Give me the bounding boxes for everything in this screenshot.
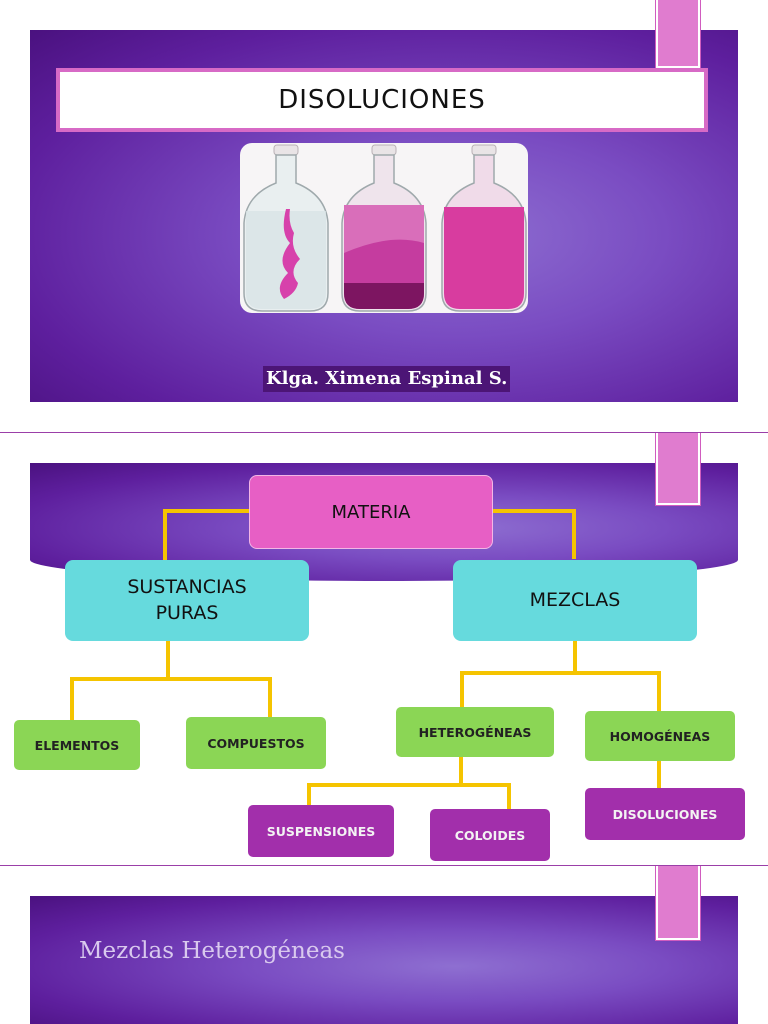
node-heterogeneas: HETEROGÉNEAS — [396, 707, 554, 757]
connector-line — [268, 677, 272, 717]
slide-3-background-band — [30, 896, 738, 1024]
connector-line — [307, 783, 311, 807]
connector-line — [307, 783, 511, 787]
connector-line — [70, 677, 272, 681]
flasks-image — [240, 143, 528, 313]
slide-3: Mezclas Heterogéneas — [0, 866, 768, 1024]
node-sustancias-puras: SUSTANCIAS PURAS — [65, 560, 309, 641]
slide-divider — [0, 865, 768, 866]
connector-line — [70, 677, 74, 723]
node-compuestos: COMPUESTOS — [186, 717, 326, 769]
connector-line — [460, 671, 464, 707]
slide-3-title: Mezclas Heterogéneas — [79, 938, 345, 964]
node-homogeneas: HOMOGÉNEAS — [585, 711, 735, 761]
connector-line — [573, 641, 577, 673]
node-mezclas: MEZCLAS — [453, 560, 697, 641]
connector-line — [507, 783, 511, 809]
connector-line — [163, 509, 167, 561]
connector-line — [572, 509, 576, 559]
slide-2: MATERIA SUSTANCIAS PURAS MEZCLAS ELEMENT… — [0, 433, 768, 865]
node-disoluciones: DISOLUCIONES — [585, 788, 745, 840]
slide-1: DISOLUCIONES — [0, 0, 768, 432]
connector-line — [492, 509, 576, 513]
connector-line — [163, 509, 249, 513]
connector-line — [657, 671, 661, 711]
slide-1-title: DISOLUCIONES — [56, 68, 708, 132]
slide-2-corner-tab — [656, 433, 700, 505]
slide-3-corner-tab — [656, 866, 700, 940]
node-materia: MATERIA — [249, 475, 493, 549]
node-elementos: ELEMENTOS — [14, 720, 140, 770]
slide-1-corner-tab — [656, 0, 700, 68]
node-coloides: COLOIDES — [430, 809, 550, 861]
connector-line — [459, 757, 463, 783]
connector-line — [657, 761, 661, 789]
author-name: Klga. Ximena Espinal S. — [263, 366, 511, 392]
node-suspensiones: SUSPENSIONES — [248, 805, 394, 857]
connector-line — [166, 641, 170, 677]
connector-line — [460, 671, 661, 675]
slide-divider — [0, 432, 768, 433]
